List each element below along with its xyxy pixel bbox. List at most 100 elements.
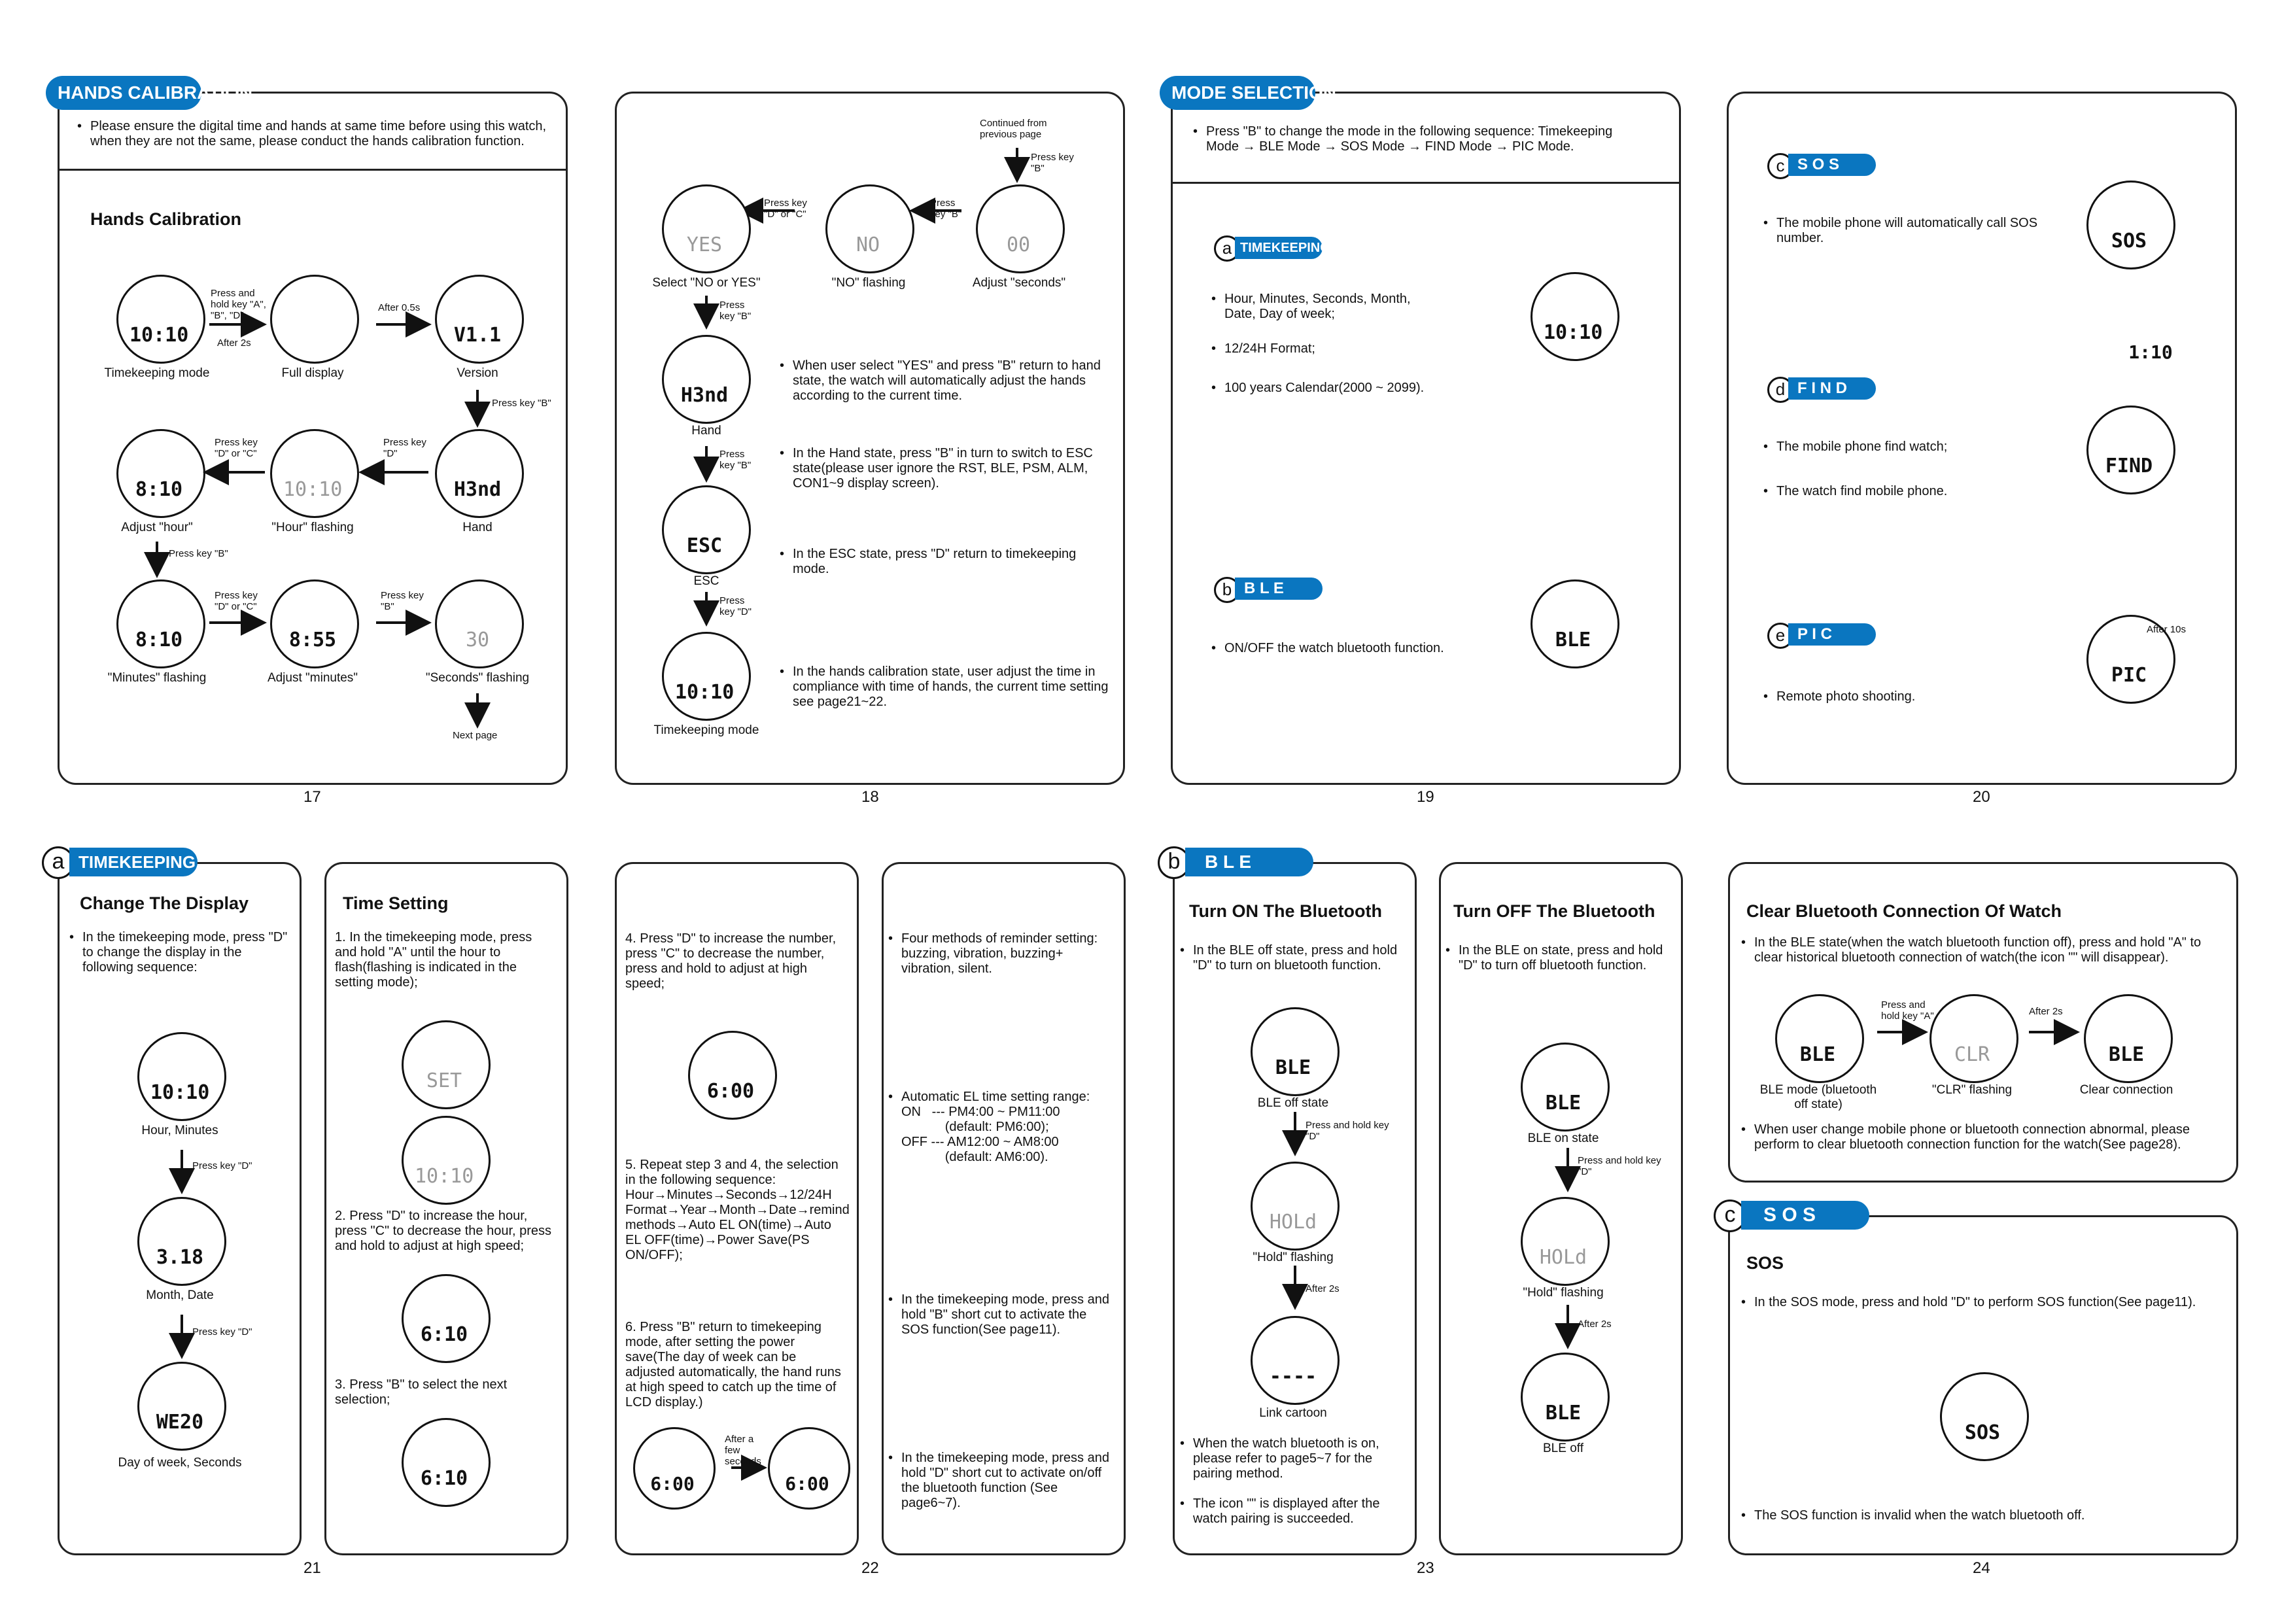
arrow-label: Press key "D" or "C" [215,437,258,459]
display-text: H3nd [453,478,502,501]
watch-set [402,1020,491,1109]
bullet-text: Automatic EL time setting range: ON --- … [888,1090,1111,1165]
label-month-date: Month, Date [146,1288,214,1302]
display-text: FIND [2105,455,2153,477]
step-text: 2. Press "D" to increase the hour, press… [335,1209,552,1253]
display-text: V1.1 [453,324,502,347]
display-text: SOS [1964,1421,2001,1444]
page-number: 22 [861,1559,879,1577]
bullet-text: 12/24H Format; [1211,341,1421,356]
watch-link-cartoon [1251,1316,1340,1405]
bullet-text: Hour, Minutes, Seconds, Month, Date, Day… [1211,292,1421,322]
step-text: 3. Press "B" to select the next selectio… [335,1377,508,1407]
heading-turn-on: Turn ON The Bluetooth [1189,901,1382,921]
display-text: BLE [1555,629,1591,651]
display-text: HOLd [1269,1211,1317,1234]
bullet-text: In the timekeeping mode, press "D" to ch… [69,930,292,975]
display-text: 6:10 [420,1323,468,1346]
bullet-text: In the BLE state(when the watch bluetoot… [1741,935,2232,965]
display-text: SET [426,1069,462,1092]
page-number: 21 [303,1559,321,1577]
arrow-label: Press key "D" [192,1326,252,1338]
heading-time-setting: Time Setting [343,893,449,913]
watch-esc [662,485,751,574]
arrow-label: Press key "D" [719,595,752,617]
watch-version [435,275,524,364]
watch-sos [1940,1372,2029,1461]
step-text: 6. Press "B" return to timekeeping mode,… [625,1320,841,1409]
page-number: 17 [303,788,321,806]
display-text: NO [856,233,880,256]
watch-clear-connection [2084,994,2173,1083]
display-text: ESC [686,534,723,557]
arrow-label: Press key "D" or "C" [215,590,258,612]
panel-page-19 [1171,92,1681,785]
label-ble-off: BLE off [1543,1442,1583,1455]
section-letter-a: a [42,846,75,879]
watch-pic [2086,615,2175,704]
page-number: 23 [1417,1559,1434,1577]
bullet-text: When user select "YES" and press "B" ret… [780,358,1112,404]
watch-time-610 [402,1274,491,1363]
watch-ble-off-state [1251,1007,1340,1096]
page-number: 18 [861,788,879,806]
label-seconds-flashing: "Seconds" flashing [425,671,530,685]
label-link-cartoon: Link cartoon [1259,1406,1327,1420]
sos-heading: SOS [1746,1253,1784,1273]
arrow-label: Press key "B" [169,548,228,559]
arrow-label: After 0.5s [378,302,421,313]
label-clear-connection: Clear connection [2079,1083,2173,1097]
step-text: 1. In the timekeeping mode, press and ho… [335,930,532,990]
section-tag-timekeeping: TIMEKEEPING [1235,237,1330,259]
display-text: 6:00 [650,1473,695,1494]
label-clr-flashing: "CLR" flashing [1931,1083,2013,1097]
arrow-label: Press key "D" or "C" [764,198,807,220]
display-text: BLE [1545,1092,1582,1114]
panel-page-22-right [882,862,1126,1555]
watch-select-yes [662,184,751,273]
bullet-text: The icon "" is displayed after the watch… [1180,1496,1402,1527]
watch-day-seconds [137,1362,226,1451]
display-text: 1:10 [2128,341,2173,363]
watch-no-flashing [825,184,914,273]
display-text: 10:10 [1544,321,1603,344]
watch-minutes-flashing [116,579,205,668]
bullet-text: When the watch bluetooth is on, please r… [1180,1436,1402,1481]
display-text: BLE [1545,1402,1582,1425]
label-hand: Hand [462,521,493,534]
label-hour-minutes: Hour, Minutes [141,1124,218,1137]
label-ble-mode: BLE mode (bluetooth off state) [1759,1083,1877,1111]
arrow-label: Press key "B" [930,198,962,220]
watch-hold-flashing [1521,1197,1610,1286]
arrow-label: After 2s [1578,1319,1612,1330]
bullet-text: The mobile phone will automatically call… [1763,216,2038,246]
watch-time-610-b [402,1418,491,1507]
arrow-label: Press key "B" [719,300,752,322]
display-text: 8:55 [288,629,337,651]
watch-600-hands [768,1427,850,1510]
step-text: 5. Repeat step 3 and 4, the selection in… [625,1158,850,1262]
display-text: 10:10 [415,1165,474,1188]
arrow-label: Press key "D" [383,437,426,459]
bullet-text: In the timekeeping mode, press and hold … [888,1451,1111,1511]
display-text: 6:00 [706,1080,755,1103]
watch-ble-mode [1775,994,1864,1083]
arrow-label: Press key "B" [381,590,424,612]
display-text: 8:10 [135,478,183,501]
arrow-label: Press and hold key "A", "B", "D" [211,288,266,321]
display-text: HOLd [1539,1246,1587,1269]
watch-time-1010 [402,1116,491,1205]
page-number: 19 [1417,788,1434,806]
display-text: ---- [1269,1365,1317,1388]
arrow-label: After a few seconds [725,1434,761,1467]
watch-hold-flashing [1251,1162,1340,1251]
watch-seconds-flashing [435,579,524,668]
section-tag-sos: S O S [1788,154,1876,176]
page-number: 24 [1973,1559,1990,1577]
section-letter-c: c [1714,1200,1746,1232]
label-ble-off-state: BLE off state [1257,1096,1329,1110]
section-tag-ble: B L E [1185,848,1313,876]
label-hold-flashing: "Hold" flashing [1523,1286,1604,1300]
label-adjust-minutes: Adjust "minutes" [267,671,358,685]
arrow-label: Press key "D" [192,1160,252,1171]
